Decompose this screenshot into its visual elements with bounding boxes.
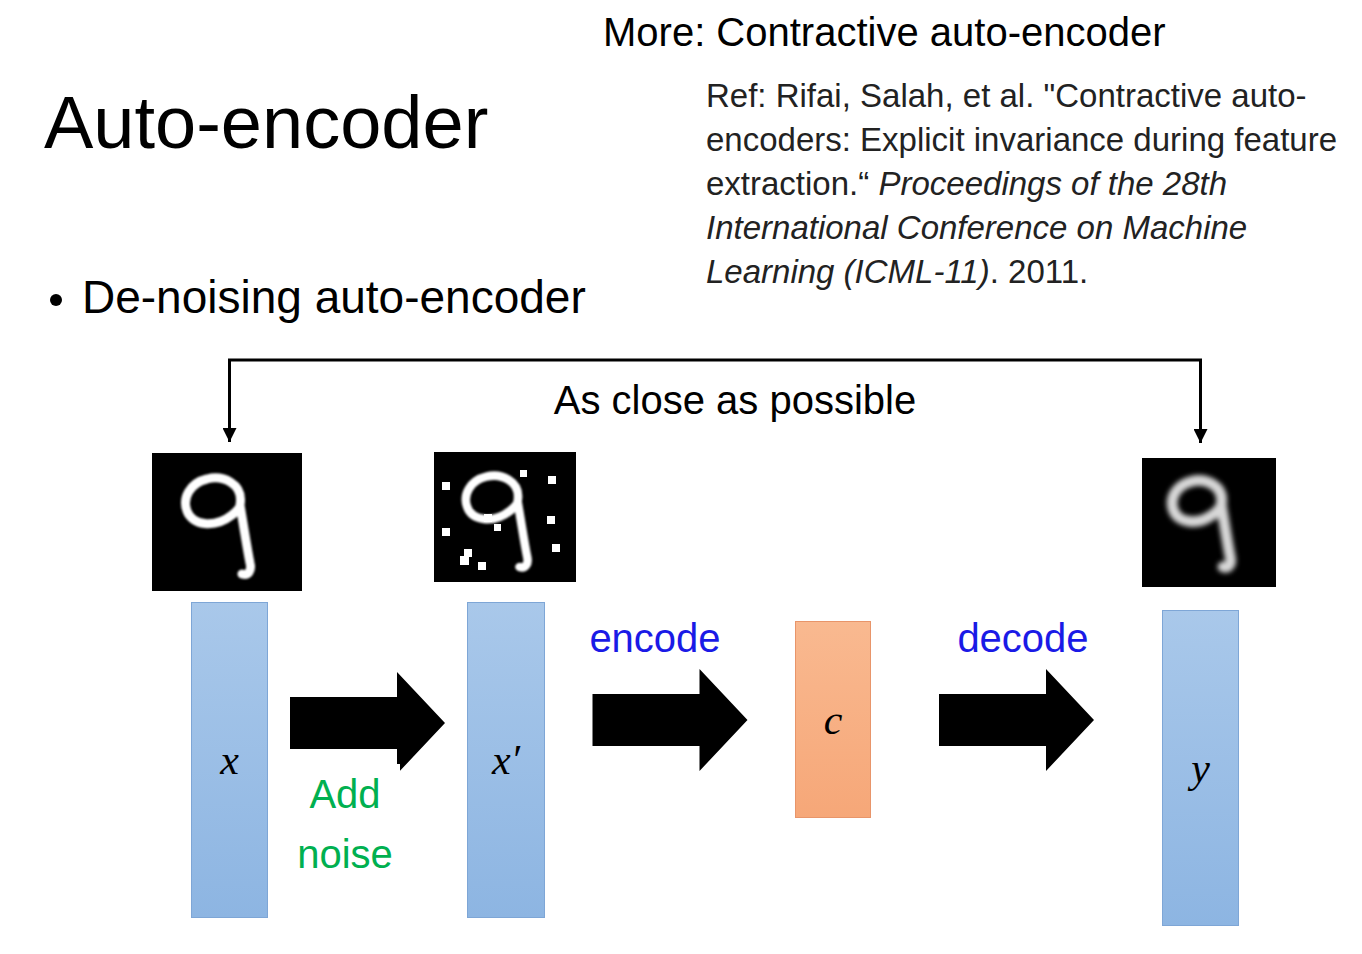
block-arrow: [939, 669, 1094, 771]
digit-stroke: [1172, 481, 1230, 568]
output-vector: y: [1162, 610, 1239, 926]
slide-title: Auto-encoder: [44, 80, 488, 166]
digit-image-reconstructed: [1142, 458, 1276, 587]
digit-image-noisy: [434, 452, 576, 582]
reference-note: Ref: Rifai, Salah, et al. "Contractive a…: [706, 74, 1354, 294]
code-vector: c: [795, 621, 871, 818]
bracket-arrow: [230, 360, 1201, 443]
section-heading: More: Contractive auto-encoder: [603, 10, 1166, 55]
digit-image-original: [152, 453, 302, 591]
noisy-vector: x′: [467, 602, 545, 918]
bullet-dot: [50, 294, 62, 306]
vector-symbol: x′: [492, 736, 520, 784]
input-vector: x: [191, 602, 268, 918]
vector-symbol: x: [220, 736, 239, 784]
digit-stroke: [186, 478, 251, 574]
image-ground: [434, 452, 576, 582]
noise-dots: [442, 470, 560, 570]
vector-symbol: c: [824, 696, 843, 744]
edge-label-loss: As close as possible: [525, 370, 945, 430]
image-ground: [152, 453, 302, 591]
bullet-text: De-noising auto-encoder: [82, 270, 586, 324]
vector-symbol: y: [1191, 744, 1210, 792]
digit-stroke: [466, 476, 528, 568]
block-arrow: [593, 669, 748, 771]
edge-label-noise: Add noise: [290, 764, 400, 884]
block-arrow: [290, 672, 445, 774]
edge-label-decode: decode: [923, 608, 1123, 668]
image-ground: [1142, 458, 1276, 587]
reference-text: . 2011.: [990, 253, 1088, 290]
edge-label-encode: encode: [555, 608, 755, 668]
